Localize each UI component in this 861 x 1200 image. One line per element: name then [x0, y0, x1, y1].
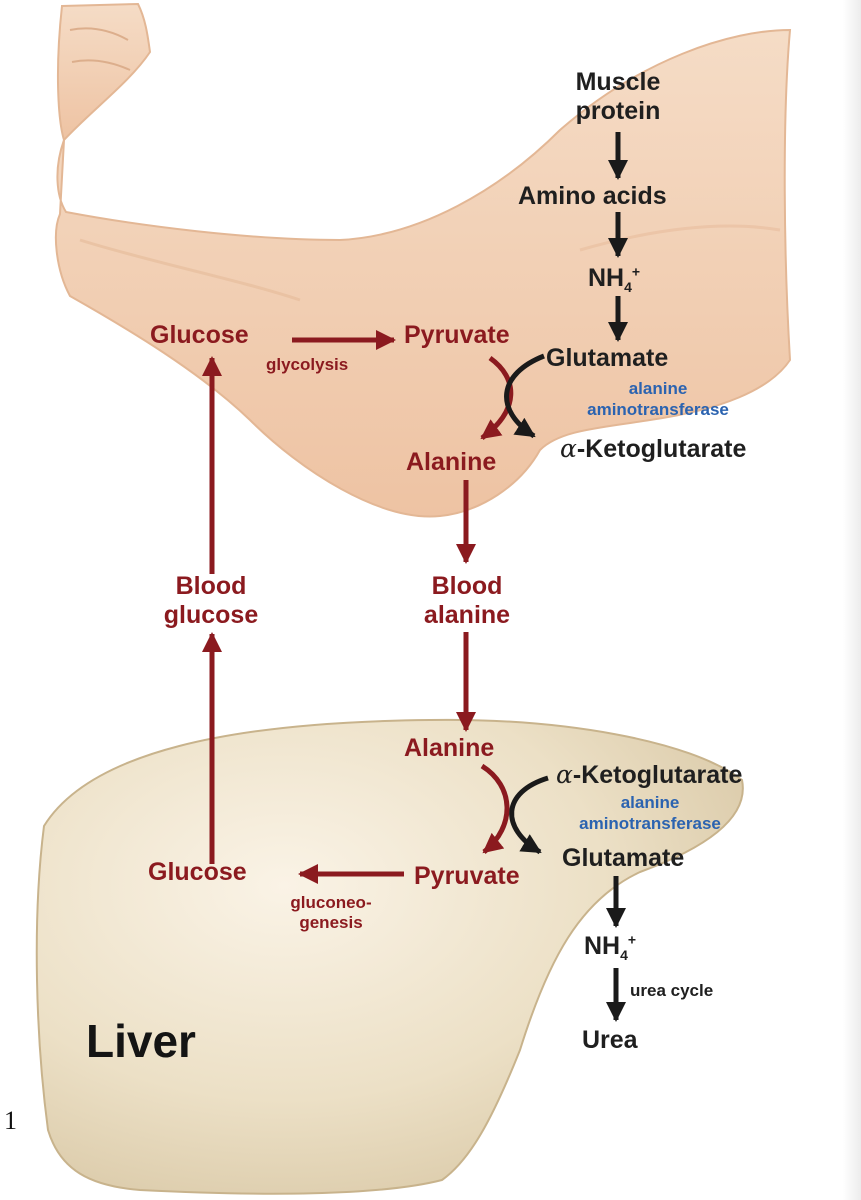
muscle-pyruvate-label: Pyruvate [404, 321, 510, 349]
liver-pyruvate-label: Pyruvate [414, 862, 520, 890]
arm-illustration [54, 2, 792, 518]
muscle-protein-label: Muscle protein [575, 68, 661, 125]
amino-acids-label: Amino acids [518, 182, 667, 210]
glycolysis-label: glycolysis [266, 355, 349, 374]
liver-glutamate-label: Glutamate [562, 844, 685, 872]
urea-label: Urea [582, 1026, 638, 1054]
liver-alanine-label: Alanine [404, 734, 495, 762]
gluconeogenesis-label: gluconeo- genesis [290, 893, 372, 932]
liver-enzyme-label: alanine aminotransferase [579, 793, 721, 833]
muscle-alanine-label: Alanine [406, 448, 497, 476]
liver-ammonium-label: NH4+ [584, 931, 637, 963]
liver-ketoglutarate-label: α-Ketoglutarate [556, 760, 743, 789]
liver-title: Liver [86, 1015, 196, 1067]
muscle-ammonium-label: NH4+ [588, 263, 641, 295]
page-edge-shadow [843, 0, 861, 1200]
urea-cycle-label: urea cycle [630, 981, 714, 1000]
muscle-enzyme-label: alanine aminotransferase [587, 379, 729, 419]
blood-alanine-label: Blood alanine [423, 572, 511, 629]
muscle-glutamate-label: Glutamate [546, 344, 669, 372]
blood-glucose-label: Blood glucose [163, 572, 259, 629]
page-number: 1 [4, 1106, 17, 1135]
liver-glucose-label: Glucose [148, 858, 247, 886]
muscle-glucose-label: Glucose [150, 321, 249, 349]
muscle-ketoglutarate-label: α-Ketoglutarate [560, 434, 747, 463]
liver-illustration [35, 718, 744, 1195]
